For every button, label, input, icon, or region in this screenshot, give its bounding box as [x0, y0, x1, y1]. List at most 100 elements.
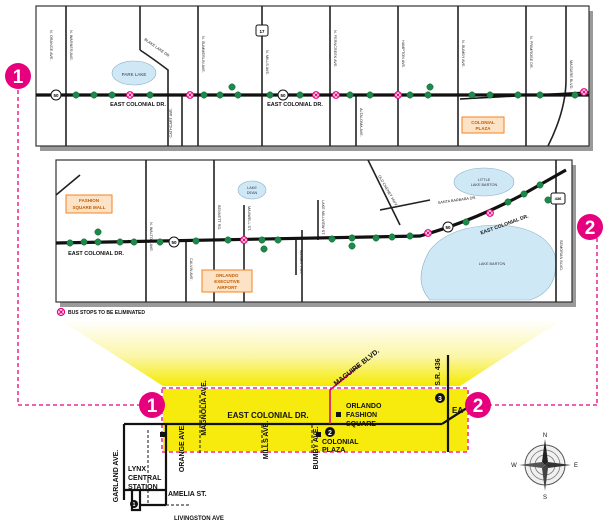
street-maxwell: MAXWELL ST.	[247, 206, 251, 231]
street-n-walton: N. WALTON AVE.	[149, 222, 153, 252]
bus-stop	[544, 196, 552, 204]
bus-stop	[426, 83, 434, 91]
svg-text:17: 17	[259, 29, 265, 34]
overview-road-label: EAST COLONIAL DR.	[227, 411, 308, 420]
bus-stop	[266, 91, 274, 99]
bus-stop	[66, 239, 74, 247]
street-semoran: SEMORAN BLVD.	[559, 240, 563, 271]
marker-2-mid: 2	[577, 214, 603, 240]
connector-lines	[17, 90, 598, 453]
overview-orange: ORANGE AVE.	[179, 424, 186, 472]
overview-stop-markers	[160, 412, 341, 437]
bus-stop	[258, 236, 266, 244]
compass-w: W	[511, 463, 517, 469]
bus-stop	[462, 218, 470, 226]
bus-stop	[156, 238, 164, 246]
bus-stop	[80, 238, 88, 246]
colonial-plaza-ov-1: COLONIAL	[322, 439, 359, 446]
colonial-plaza-label-2: PLAZA	[476, 126, 492, 131]
airport-label-2: EXECUTIVE	[214, 279, 240, 284]
little-lake-barton-label-2: LAKE BARTON	[471, 183, 498, 187]
bus-stop	[234, 91, 242, 99]
legend: BUS STOPS TO BE ELIMINATED	[56, 307, 145, 317]
lake-barton	[420, 224, 557, 301]
street-n-bumby: N. BUMBY AVE.	[461, 40, 465, 68]
eliminated-stops-top	[126, 88, 588, 99]
street-santa-barbara: SANTA BARBARA DR.	[438, 196, 477, 205]
street-n-summerlin: N. SUMMERLIN AVE.	[201, 36, 205, 73]
bus-stop	[571, 91, 579, 99]
overview-bumby: BUMBY AVE.	[313, 426, 320, 469]
shield-50-mid-2: 50	[442, 221, 454, 233]
street-bassett: BASSETT ST.	[299, 250, 303, 274]
legend-label: BUS STOPS TO BE ELIMINATED	[68, 310, 145, 316]
street-n-primrose: N. PRIMROSE DR.	[529, 36, 533, 69]
compass-rose-icon: N S E W	[511, 433, 578, 501]
bus-stop	[94, 228, 102, 236]
bus-stop	[424, 91, 432, 99]
bus-stop	[536, 91, 544, 99]
shield-17: 17	[255, 24, 269, 37]
bus-stop	[372, 234, 380, 242]
fashion-square-2: FASHION	[346, 412, 377, 419]
svg-text:3: 3	[438, 396, 442, 403]
bus-stop	[514, 91, 522, 99]
lynx-station-1: LYNX	[128, 466, 146, 473]
bus-stop	[260, 245, 268, 253]
shield-50-mid: 50	[168, 236, 180, 248]
highlight-beam	[60, 320, 562, 386]
svg-text:50: 50	[171, 240, 177, 245]
colonial-plaza-ov-2: PLAZA	[322, 447, 345, 454]
bus-stop	[116, 238, 124, 246]
svg-text:1: 1	[133, 502, 136, 508]
bus-stop	[486, 91, 494, 99]
marker-1-top: 1	[5, 63, 31, 89]
colonial-plaza-label-1: COLONIAL	[471, 120, 495, 125]
svg-text:50: 50	[445, 225, 451, 230]
overview-mills: MILLS AVE.	[263, 421, 270, 460]
overview-garland: GARLAND AVE.	[113, 450, 120, 503]
corridor-highlight	[163, 389, 467, 451]
lynx-station-2: CENTRAL	[128, 475, 162, 482]
eliminated-stop-icon	[56, 307, 66, 317]
compass-s: S	[543, 495, 547, 501]
bus-stop	[348, 242, 356, 250]
svg-text:2: 2	[473, 396, 484, 417]
marker-3-small: 3	[435, 393, 445, 403]
park-lake-label: PARK LAKE	[122, 72, 147, 77]
fashion-mall-label-2: SQUARE MALL	[73, 205, 106, 210]
ea-label: EA	[452, 406, 463, 415]
bus-stop	[130, 238, 138, 246]
bus-stop	[224, 236, 232, 244]
svg-text:50: 50	[53, 93, 59, 98]
bus-stop	[228, 83, 236, 91]
bus-stop	[274, 236, 282, 244]
street-cathcart: CATHCART AVE.	[169, 108, 173, 137]
bus-stop	[200, 91, 208, 99]
overview-magnolia: MAGNOLIA AVE.	[201, 380, 208, 435]
top-map-panel: PARK LAKE COLONIAL PLAZA EAST COLONIAL D…	[35, 5, 593, 151]
street-calvin: CALVIN AVE.	[189, 258, 193, 281]
top-road-label-2: EAST COLONIAL DR.	[267, 102, 323, 108]
lake-dean-label-2: DEAN	[247, 191, 258, 195]
shield-50-top-2: 50	[277, 89, 289, 101]
bus-stop	[536, 181, 544, 189]
lynx-station-3: STATION	[128, 484, 158, 491]
bus-stop	[108, 91, 116, 99]
lake-dean	[237, 180, 267, 200]
airport-label-1: ORLANDO	[216, 273, 239, 278]
top-road-label: EAST COLONIAL DR.	[110, 102, 166, 108]
shield-436: 436	[550, 192, 566, 205]
little-lake-barton	[453, 167, 515, 197]
bus-stop	[468, 91, 476, 99]
street-maguire: MAGUIRE BLVD.	[569, 60, 573, 89]
middle-map-panel: LAKE DEAN LITTLE LAKE BARTON LAKE BARTON…	[55, 159, 576, 307]
marker-1-small: 1	[130, 500, 138, 508]
compass-e: E	[574, 463, 578, 469]
fashion-square-3: SQUARE	[346, 421, 376, 428]
bus-stop	[72, 91, 80, 99]
svg-text:436: 436	[555, 196, 562, 201]
bus-stop	[520, 190, 528, 198]
maguire-spur	[329, 364, 361, 424]
lake-dean-label-1: LAKE	[247, 186, 257, 190]
